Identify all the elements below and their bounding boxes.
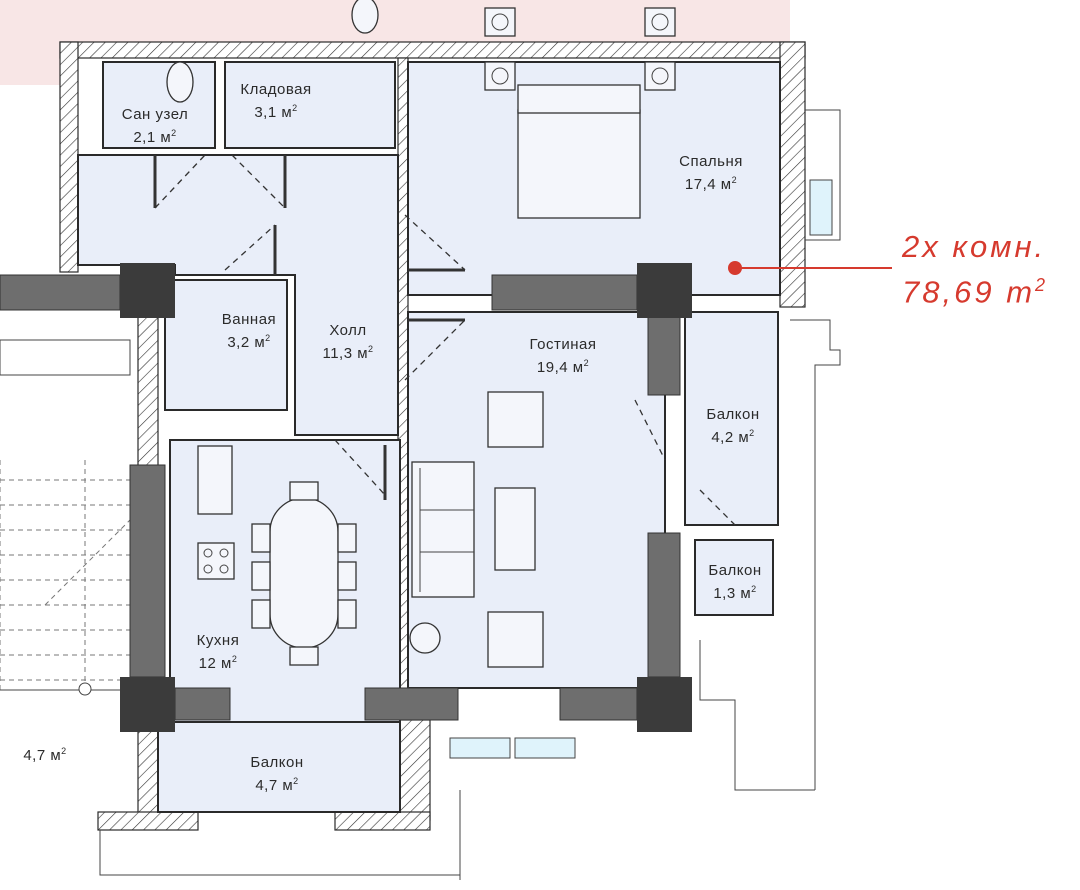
furniture xyxy=(166,0,676,668)
plant xyxy=(409,622,441,654)
room-bathroom xyxy=(164,279,288,411)
wall xyxy=(0,274,121,311)
callout-rooms: 2x комн. xyxy=(902,229,1047,264)
column xyxy=(120,677,175,732)
coffee-table xyxy=(494,487,536,571)
column xyxy=(637,677,692,732)
room-balcony-3 xyxy=(157,721,401,813)
window xyxy=(449,737,511,759)
outer-wall-top xyxy=(59,41,806,59)
room-balcony-2 xyxy=(694,539,774,616)
staircase xyxy=(0,339,131,696)
callout-area: 78,69 m2 xyxy=(902,274,1049,310)
room-hall xyxy=(77,154,399,436)
neighbor-area-label: 4,7 м2 xyxy=(23,746,67,764)
room-balcony-1 xyxy=(684,311,779,526)
column xyxy=(120,263,175,318)
door-swings xyxy=(153,154,736,526)
room-storage xyxy=(224,61,396,149)
bed xyxy=(517,109,641,219)
sink xyxy=(197,445,233,515)
dining-table xyxy=(269,497,339,649)
toilet xyxy=(166,61,194,103)
stove xyxy=(197,542,235,580)
apartment-callout: 2x комн. 78,69 m2 xyxy=(902,228,1048,311)
sofa xyxy=(411,461,475,598)
armchair xyxy=(487,611,544,668)
room-bathroom-wc xyxy=(102,61,216,149)
column xyxy=(637,263,692,318)
armchair xyxy=(487,391,544,448)
